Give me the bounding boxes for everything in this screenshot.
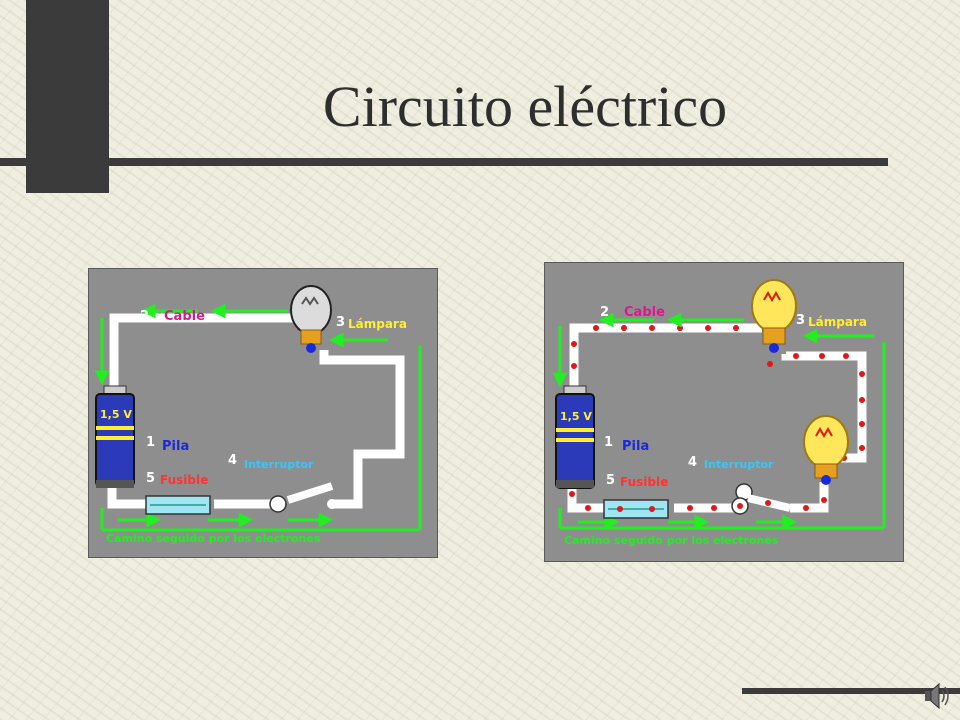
label-number-5: 5 [146, 471, 155, 486]
label-number-2: 2 [140, 309, 149, 324]
label-number-4: 4 [688, 455, 697, 470]
label-number-3: 3 [336, 315, 345, 330]
switch-icon [731, 483, 791, 515]
battery-voltage-label: 1,5 V [560, 410, 592, 423]
label-camino: Camino seguido por los electrones [564, 534, 779, 547]
lamp-lit-icon [803, 415, 849, 485]
electron-direction-arrows [94, 303, 422, 532]
slide-title: Circuito eléctrico [322, 74, 728, 139]
footer-divider-line [742, 688, 960, 694]
label-number-1: 1 [604, 435, 613, 450]
label-cable: Cable [164, 309, 205, 324]
label-number-1: 1 [146, 435, 155, 450]
label-fusible: Fusible [620, 475, 668, 489]
label-number-4: 4 [228, 453, 237, 468]
label-fusible: Fusible [160, 473, 208, 487]
battery-icon [95, 385, 135, 488]
speaker-icon[interactable] [921, 680, 951, 712]
fuse-icon [145, 495, 211, 515]
label-lampara: Lámpara [348, 317, 407, 331]
label-interruptor: Interruptor [244, 458, 314, 471]
label-pila: Pila [622, 439, 649, 454]
label-number-5: 5 [606, 473, 615, 488]
fuse-icon [603, 499, 669, 519]
label-pila: Pila [162, 439, 189, 454]
lamp-icon [290, 285, 332, 353]
label-number-2: 2 [600, 305, 609, 320]
circuit-diagram-open: 1,5 V 2 Cable 3 Lámpara 1 Pila 4 Interru… [88, 268, 438, 558]
switch-icon [269, 482, 337, 513]
title-divider-line [0, 158, 888, 166]
label-interruptor: Interruptor [704, 458, 774, 471]
lamp-lit-icon [751, 279, 797, 353]
battery-icon [555, 385, 595, 489]
battery-voltage-label: 1,5 V [100, 408, 132, 421]
label-number-3: 3 [796, 313, 805, 328]
circuit-diagram-closed: 1,5 V 2 Cable 3 Lámpara 1 Pila 4 Interru… [544, 262, 904, 562]
label-lampara: Lámpara [808, 315, 867, 329]
label-cable: Cable [624, 305, 665, 320]
wire-path [107, 313, 405, 509]
label-camino: Camino seguido por los electrones [106, 532, 321, 545]
electron-direction-arrows [552, 312, 886, 530]
